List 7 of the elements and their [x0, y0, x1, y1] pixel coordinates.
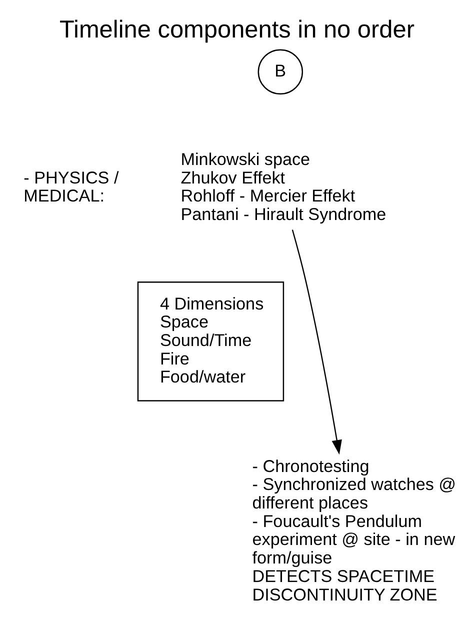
- node-circle: B: [258, 49, 304, 94]
- arrow: [292, 230, 342, 455]
- node-text: Minkowski space Zhukov Effekt Rohloff - Mercier Effekt Pantani - Hirault Syndrome: [180, 150, 386, 224]
- node-text: - Chronotesting - Synchronized watches @ different places - Foucault's Pendulum experiment @ site - in new form/guise DETECTS SPACETIME DISCONTINUITY ZONE: [252, 456, 456, 604]
- node-box: 4 Dimensions Space Sound/Time Fire Food/water: [137, 282, 284, 402]
- diagram-title: Timeline components in no order: [60, 16, 414, 44]
- node-label: - PHYSICS / MEDICAL:: [24, 168, 119, 206]
